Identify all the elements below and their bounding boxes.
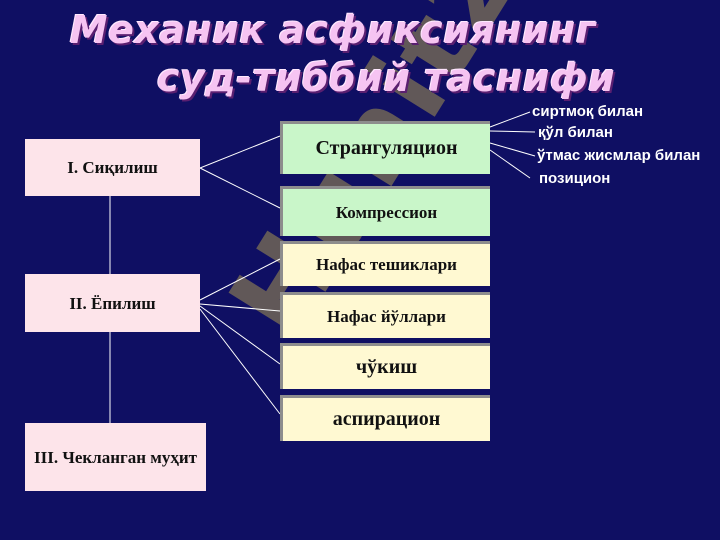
category-confined-space-label: III. Чекланган муҳит [34,447,197,467]
connector-strangulation-to-sub-1 [489,111,531,128]
category-obstruction: II. Ёпилиш [25,274,200,332]
type-compressive: Компрессион [280,186,490,236]
type-strangulation: Странгуляцион [280,121,490,174]
connector-obstruction-to-aspiration [199,308,281,415]
connector-compression-to-compressive [199,167,281,209]
slide-title: Механик асфиксиянинг суд-тиббий таснифи [0,6,720,102]
type-drowning: чўкиш [280,343,490,389]
type-strangulation-label: Странгуляцион [315,137,458,159]
connector-compression-to-strangulation [199,135,281,169]
connector-obstruction-to-airways [199,303,281,312]
strangulation-subtype-positional: позицион [539,170,611,187]
category-obstruction-label: II. Ёпилиш [69,293,156,313]
connector-strangulation-to-sub-4 [489,149,531,179]
type-respiratory-openings-label: Нафас тешиклари [316,255,457,274]
type-airways-label: Нафас йўллари [327,306,446,326]
type-respiratory-openings: Нафас тешиклари [280,241,490,286]
connector-strangulation-to-sub-3 [489,142,536,157]
strangulation-subtype-blunt-object: ўтмас жисмлар билан [537,147,701,164]
type-aspiration: аспирацион [280,395,490,441]
type-airways: Нафас йўллари [280,292,490,338]
category-compression: I. Сиқилиш [25,139,200,196]
category-compression-label: I. Сиқилиш [67,158,158,177]
type-compressive-label: Компрессион [335,202,438,222]
category-confined-space: III. Чекланган муҳит [25,423,206,491]
strangulation-subtype-noose: сиртмоқ билан [532,103,644,120]
type-drowning-label: чўкиш [355,356,418,378]
title-line-1: Механик асфиксиянинг [69,8,597,52]
strangulation-subtype-hand: қўл билан [538,124,613,141]
connector-obstruction-to-drowning [199,305,281,365]
type-aspiration-label: аспирацион [332,408,441,430]
connector-obstruction-to-openings [199,258,281,301]
title-line-2: суд-тиббий таснифи [156,56,616,100]
connector-strangulation-to-sub-2 [489,130,536,133]
